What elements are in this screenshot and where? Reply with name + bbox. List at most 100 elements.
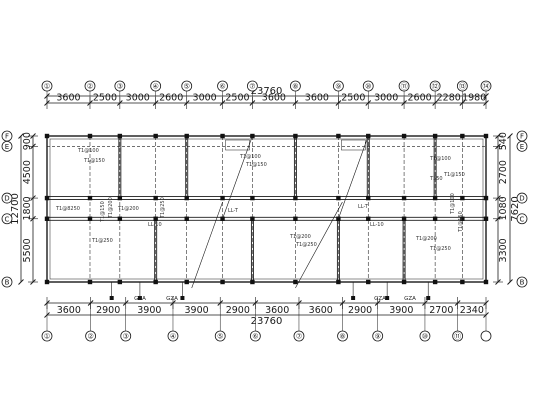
axis-label: ① xyxy=(44,83,50,91)
segment-dimension-label: 3000 xyxy=(193,93,217,104)
axis-bubble xyxy=(332,80,344,92)
structural-column xyxy=(184,133,189,139)
stair-diagonal xyxy=(191,201,223,289)
structural-column xyxy=(366,279,371,285)
rebar-note: T1@250 xyxy=(91,238,113,244)
segment-dimension-label: 5500 xyxy=(22,238,33,262)
segment-dimension-label: 3300 xyxy=(498,238,509,262)
segment-dimension-label: 3600 xyxy=(56,93,80,104)
structural-column xyxy=(117,279,123,285)
axis-label: ⑪ xyxy=(454,333,461,341)
axis-bubble xyxy=(362,80,374,92)
axis-bubble xyxy=(456,80,468,92)
axis-bubble xyxy=(419,330,431,342)
segment-dimension-label: 2500 xyxy=(225,93,249,104)
axis-bubble xyxy=(429,80,441,92)
gza-label: GZA xyxy=(134,296,146,302)
structural-column xyxy=(250,195,255,201)
structural-column xyxy=(293,133,298,139)
total-tick xyxy=(507,133,513,139)
structural-column xyxy=(250,216,255,221)
structural-column xyxy=(432,133,438,139)
dim-tick xyxy=(30,195,36,201)
structural-column xyxy=(44,216,50,221)
rebar-note-vertical: T1@200 xyxy=(108,197,114,219)
segment-dimension-label: 2600 xyxy=(408,93,432,104)
structural-column xyxy=(432,279,438,285)
structural-column xyxy=(460,133,465,139)
axis-bubble xyxy=(167,330,179,342)
dim-tick xyxy=(30,215,36,222)
axis-bubble xyxy=(84,80,96,92)
rebar-note: LL-10 xyxy=(148,222,162,228)
structural-column xyxy=(153,133,158,139)
structural-column xyxy=(432,216,438,221)
axis-bubble xyxy=(247,80,258,92)
segment-dimension-label: 1980 xyxy=(462,93,486,104)
gza-label: GZA xyxy=(404,296,416,302)
axis-label: ⑤ xyxy=(184,83,190,91)
segment-dimension-label: 2600 xyxy=(159,93,183,104)
structural-column xyxy=(432,195,438,201)
structural-column xyxy=(293,216,298,221)
rebar-note-vertical: T1@100 xyxy=(450,193,456,215)
segment-dimension-label: 3900 xyxy=(185,305,209,316)
axis-label: E xyxy=(520,143,524,151)
axis-label: ⑨ xyxy=(375,333,381,341)
segment-dimension-label: 3600 xyxy=(262,93,286,104)
structural-framing xyxy=(44,133,489,300)
axis-label: ⑪ xyxy=(401,83,408,91)
total-dimension-label: 7620 xyxy=(510,196,521,221)
axis-bubble xyxy=(290,80,301,92)
axis-bubble xyxy=(1,276,13,288)
stair-diagonal xyxy=(222,135,253,219)
axis-label: ④ xyxy=(153,83,159,91)
axis-bubble xyxy=(516,213,528,225)
dim-tick xyxy=(495,133,501,139)
rebar-note-vertical: T1@150 xyxy=(100,201,106,223)
gza-column xyxy=(426,296,431,300)
rebar-note: T1@150 xyxy=(443,172,465,178)
dim-tick xyxy=(495,215,501,222)
structural-column xyxy=(401,195,407,201)
stair-landing xyxy=(341,139,366,151)
segment-dimension-label: 3900 xyxy=(389,305,413,316)
structural-column xyxy=(220,195,225,201)
structural-column xyxy=(401,279,407,285)
axis-label: ⑤ xyxy=(217,333,223,341)
dim-tick xyxy=(495,195,501,201)
stair-landing xyxy=(225,139,250,151)
segment-dimension-label: 2280 xyxy=(437,93,461,104)
axis-label: B xyxy=(5,279,10,287)
gza-column xyxy=(109,296,114,300)
structural-column xyxy=(184,216,189,221)
axis-bubble xyxy=(480,80,492,92)
structural-column xyxy=(87,195,93,201)
structural-column xyxy=(483,133,489,139)
segment-dimension-label: 2340 xyxy=(460,305,484,316)
segment-dimension-label: 3600 xyxy=(57,305,81,316)
segment-dimension-label: 3000 xyxy=(126,93,150,104)
structural-column xyxy=(184,195,189,201)
gza-column xyxy=(385,296,390,300)
structural-column xyxy=(184,279,189,285)
structural-column xyxy=(44,195,50,201)
rebar-note: T1@200 xyxy=(289,234,311,240)
structural-column xyxy=(293,279,298,285)
dim-tick xyxy=(495,279,501,285)
axis-label: ⑧ xyxy=(292,83,298,91)
structural-column xyxy=(87,216,93,221)
axis-label: ⑦ xyxy=(296,333,302,341)
dim-tick xyxy=(30,143,36,150)
axis-label: D xyxy=(4,195,9,203)
rebar-note: LL-T xyxy=(358,204,369,210)
structural-column xyxy=(336,279,341,285)
segment-dimension-label: 3600 xyxy=(309,305,333,316)
dim-tick xyxy=(495,143,501,150)
structural-column xyxy=(293,195,298,201)
axis-bubble xyxy=(41,330,53,342)
segment-dimension-label: 2500 xyxy=(341,93,365,104)
axis-bubble xyxy=(150,80,162,92)
total-tick xyxy=(507,279,513,285)
axis-label: ⑦ xyxy=(249,83,255,91)
